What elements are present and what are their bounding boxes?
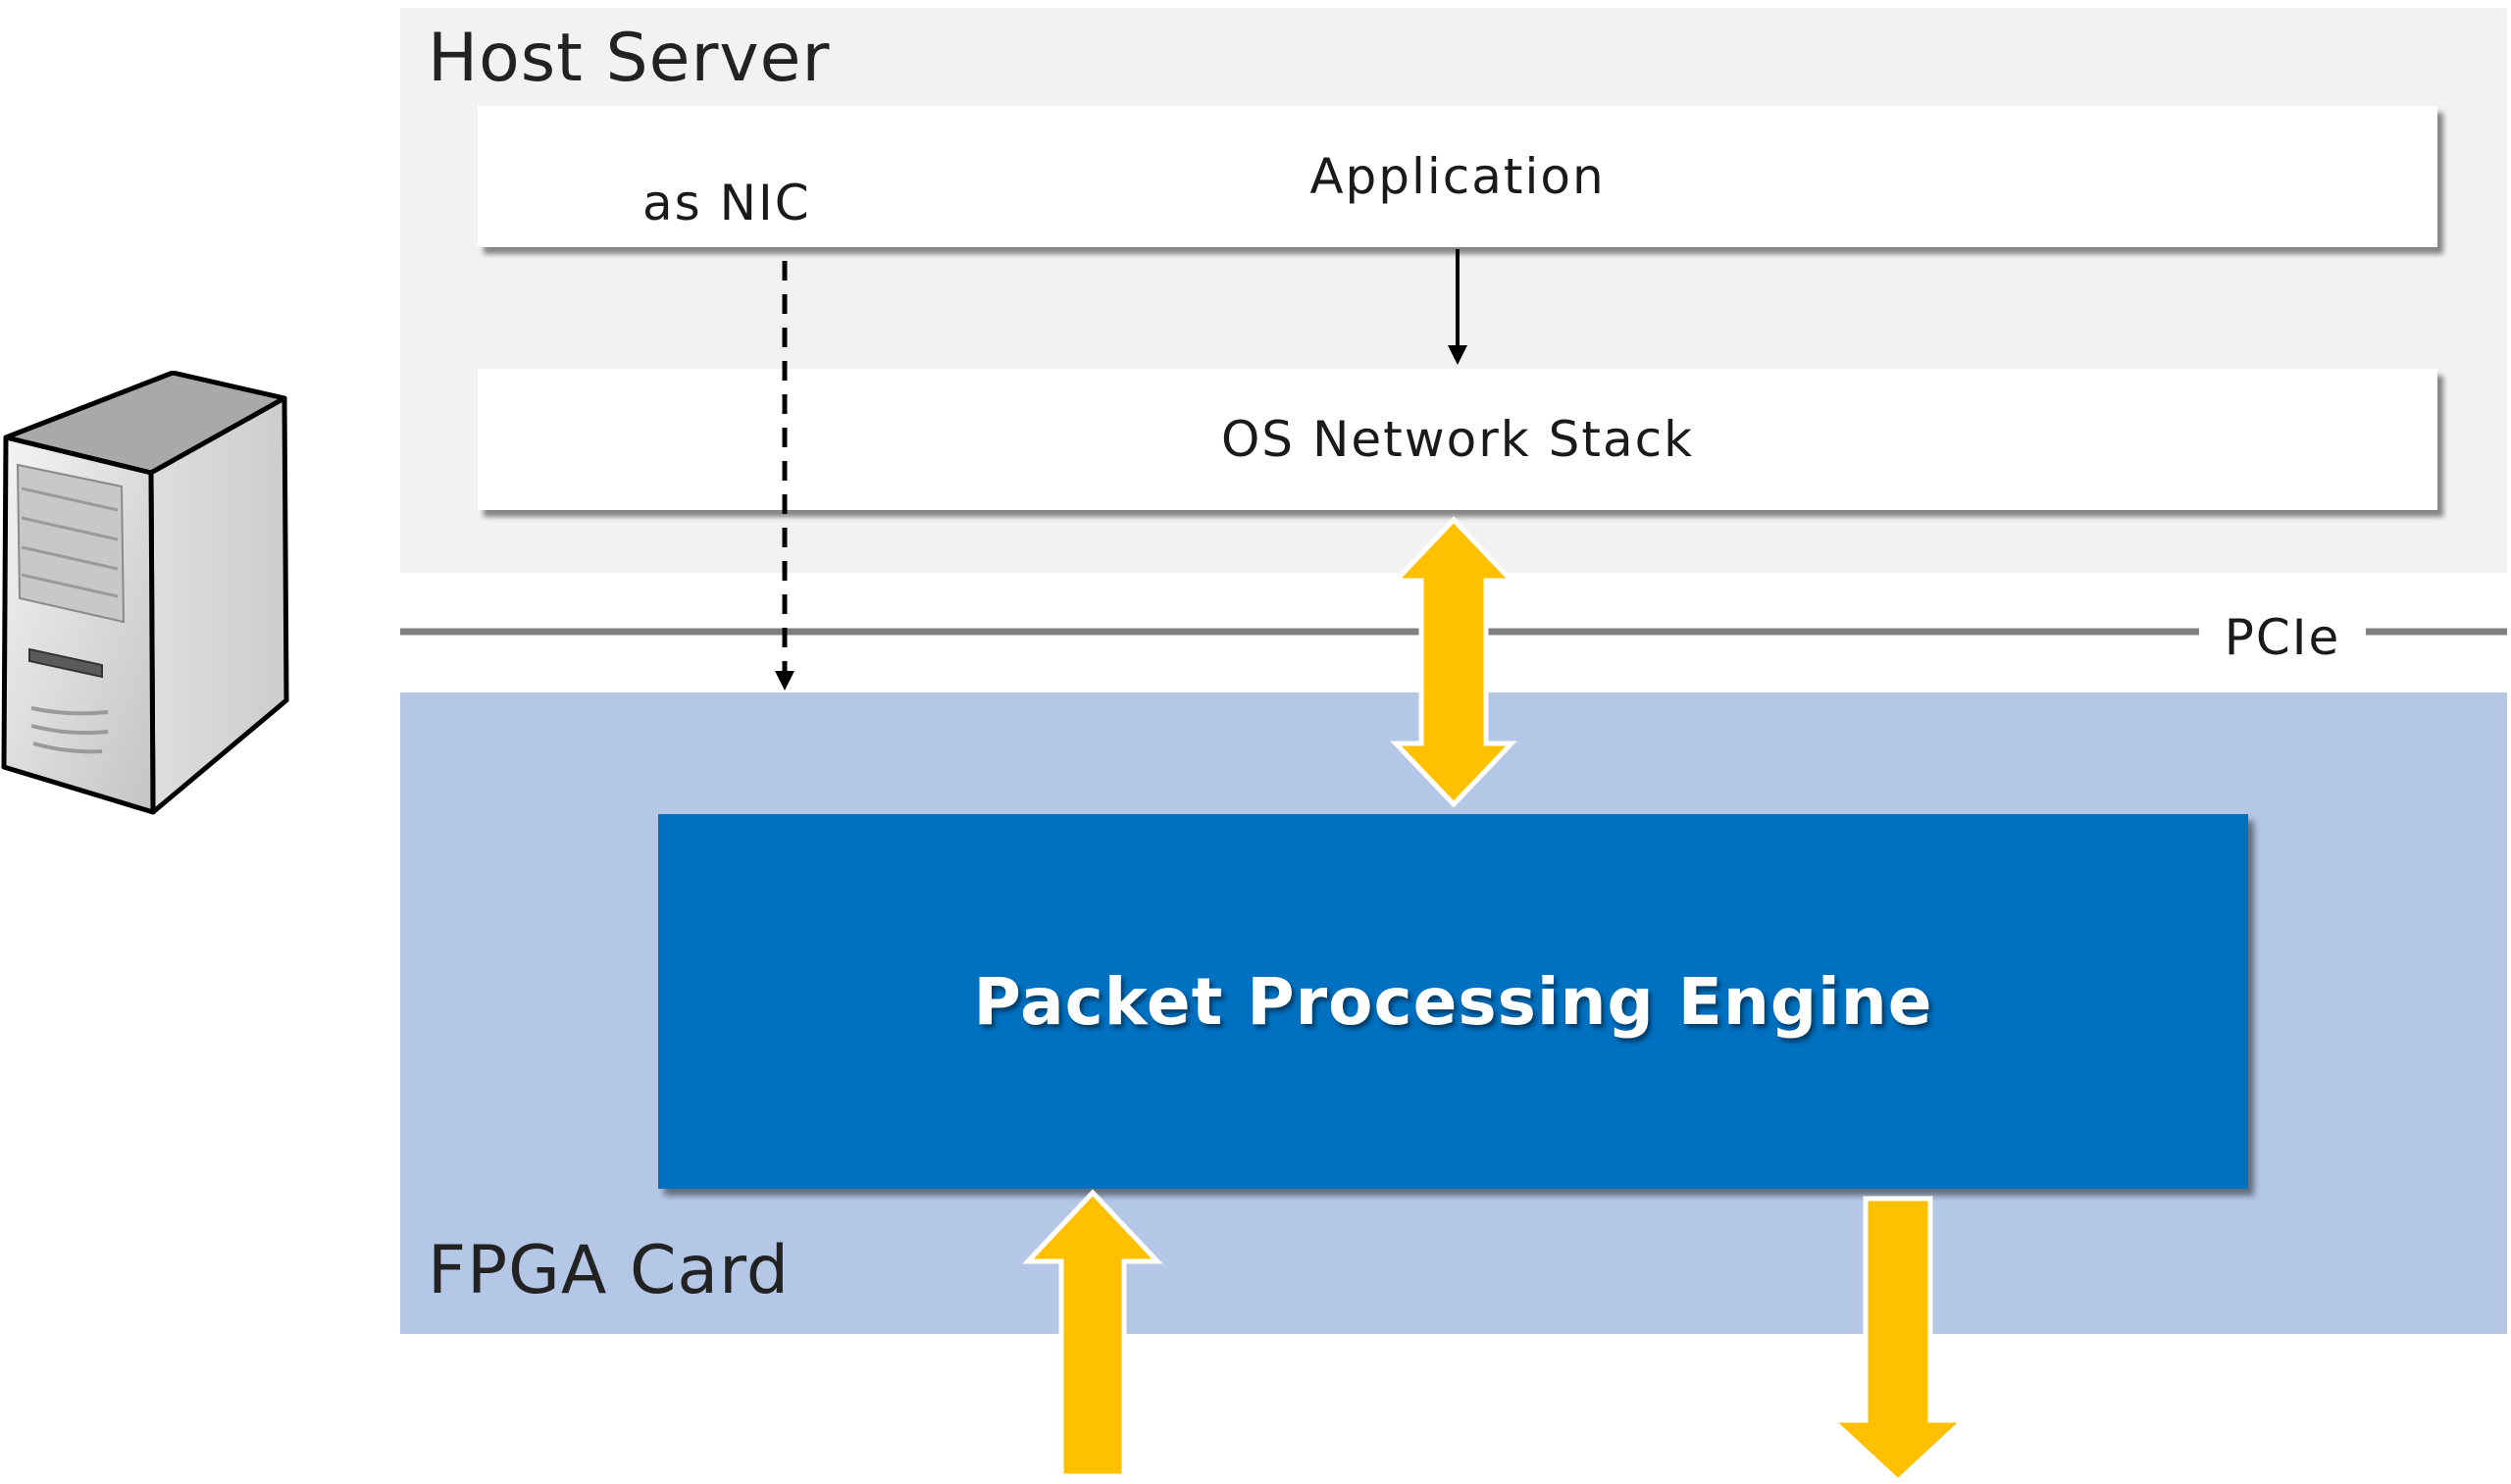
host-server-title: Host Server xyxy=(428,20,831,97)
packet-input-arrow xyxy=(1022,1189,1163,1479)
packet-processing-engine-label: Packet Processing Engine xyxy=(973,963,1933,1040)
fpga-card-title: FPGA Card xyxy=(428,1232,791,1309)
os-network-stack-box: OS Network Stack xyxy=(478,369,2437,510)
application-layer-box: Application xyxy=(478,106,2437,247)
application-to-os-arrow-head xyxy=(1448,345,1467,365)
as-nic-dashed-arrow-head xyxy=(775,671,794,691)
application-label: Application xyxy=(1309,148,1606,205)
server-tower-icon xyxy=(1,371,289,815)
packet-output-arrow xyxy=(1825,1196,1971,1484)
as-nic-label: as NIC xyxy=(642,175,811,231)
os-network-stack-label: OS Network Stack xyxy=(1220,411,1695,468)
pcie-bidirectional-arrow xyxy=(1390,516,1517,808)
packet-processing-engine-box: Packet Processing Engine xyxy=(658,814,2248,1189)
pcie-label: PCIe xyxy=(2199,598,2366,677)
